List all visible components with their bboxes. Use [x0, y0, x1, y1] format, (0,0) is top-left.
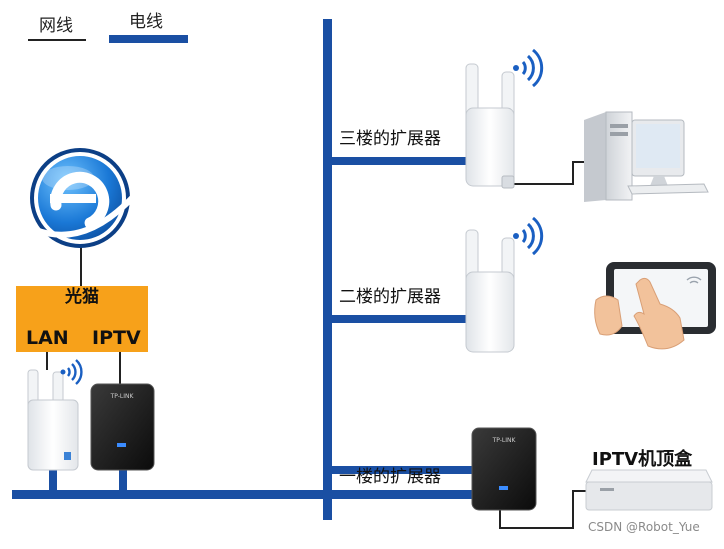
iptv-box-label: IPTV机顶盒	[592, 448, 693, 470]
desktop-computer-icon	[584, 111, 709, 202]
first-floor-powerline-adapter: TP-LINK	[471, 427, 537, 511]
cable-first-floor-to-stb	[499, 490, 586, 529]
wifi-icon	[513, 216, 544, 256]
power-line-iptv-drop	[119, 470, 127, 492]
legend-power-line-label: 电线	[129, 12, 163, 32]
power-line-lan-drop	[49, 470, 57, 492]
port-iptv-label: IPTV	[92, 327, 141, 349]
third-floor-extender	[465, 63, 515, 189]
brand-mark: TP-LINK	[492, 437, 517, 444]
second-floor-extender	[465, 229, 515, 353]
legend: 网线 电线	[28, 12, 188, 43]
legend-network-cable-label: 网线	[39, 16, 73, 36]
floor-label-third: 三楼的扩展器	[339, 129, 441, 149]
internet-e-icon	[30, 148, 135, 248]
power-line-bottom	[12, 490, 493, 499]
modem-title: 光猫	[64, 286, 99, 307]
network-cables	[46, 161, 586, 529]
watermark: CSDN @Robot_Yue	[588, 520, 700, 534]
legend-power-line-swatch	[109, 35, 188, 43]
power-line-trunk	[323, 19, 332, 520]
cable-third-floor-to-pc	[508, 161, 584, 185]
set-top-box-icon	[585, 469, 713, 511]
brand-mark: TP-LINK	[110, 393, 135, 400]
port-lan-label: LAN	[26, 327, 69, 349]
optical-modem: 光猫 LAN IPTV	[16, 286, 148, 352]
floor-label-first: 一楼的扩展器	[339, 467, 441, 487]
power-line-first-floor	[332, 466, 472, 474]
power-line-second-floor	[332, 315, 470, 323]
ground-wifi-extender	[27, 369, 79, 471]
wifi-icon	[60, 359, 83, 385]
floor-label-second: 二楼的扩展器	[339, 287, 441, 307]
wifi-icon	[513, 48, 544, 88]
modem-box	[16, 286, 148, 352]
ground-powerline-adapter: TP-LINK	[90, 383, 155, 471]
power-line-third-floor	[332, 157, 470, 165]
power-line-network	[12, 19, 493, 520]
tablet-touch-icon	[594, 262, 716, 350]
